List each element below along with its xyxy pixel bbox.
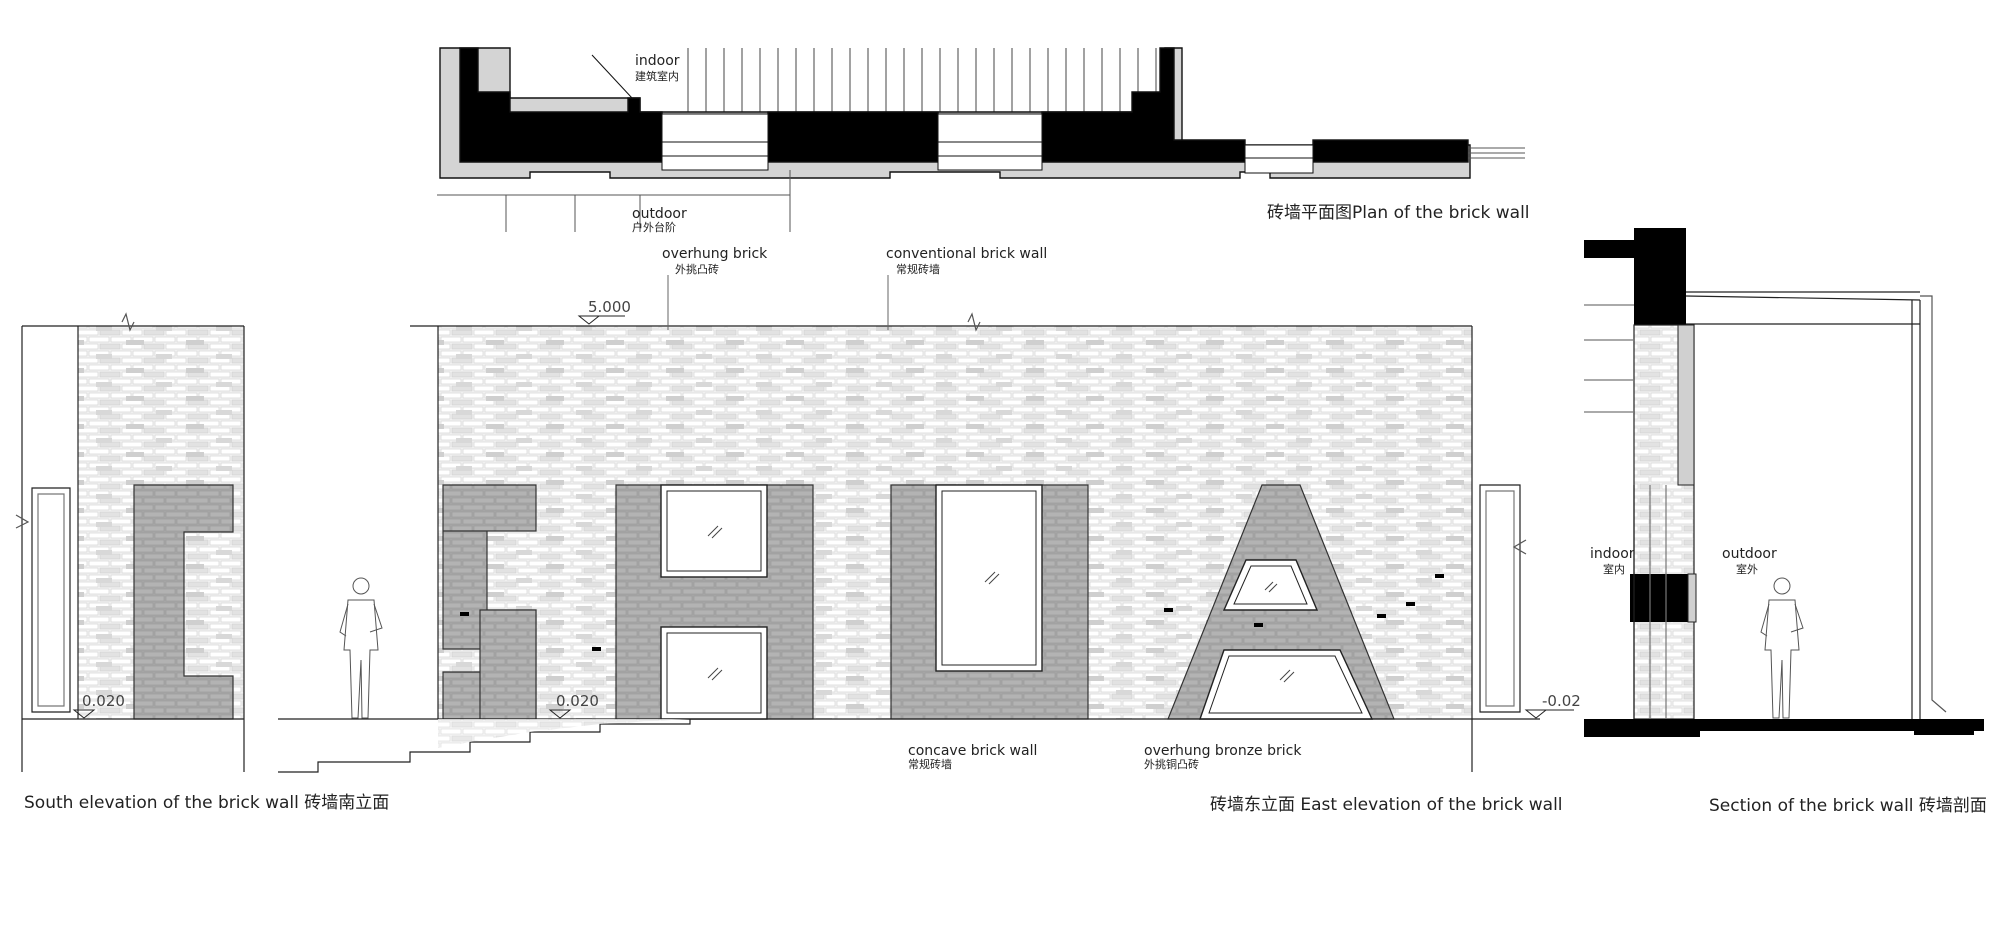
east-level-top-marker bbox=[577, 315, 601, 325]
plan-drawing bbox=[437, 47, 1525, 232]
letter-h-window-top bbox=[660, 484, 768, 578]
concave-wall-cn-label: 常规砖墙 bbox=[908, 757, 952, 771]
letter-h-window-bottom bbox=[660, 626, 768, 720]
east-level-base-label: 0.020 bbox=[556, 692, 599, 710]
south-level-label: 0.020 bbox=[82, 692, 125, 710]
plan-indoor-cn-label: 建筑室内 bbox=[635, 69, 679, 83]
bronze-bricks bbox=[460, 574, 1444, 651]
section-indoor-label: indoor bbox=[1590, 546, 1635, 562]
east-caption: 砖墙东立面 East elevation of the brick wall bbox=[1210, 795, 1563, 815]
letter-s-middle bbox=[479, 609, 537, 720]
south-caption: South elevation of the brick wall 砖墙南立面 bbox=[24, 793, 389, 813]
concave-wall-label: concave brick wall bbox=[908, 743, 1037, 759]
plan-openings bbox=[661, 113, 1314, 174]
section-drawing bbox=[1584, 228, 1984, 737]
plan-outdoor-cn-label: 户外台阶 bbox=[632, 220, 676, 234]
overhung-brick-label: overhung brick bbox=[662, 246, 768, 262]
plan-wall-mid2 bbox=[1041, 47, 1246, 163]
east-elevation bbox=[278, 275, 1574, 773]
plan-wall-right bbox=[1312, 139, 1469, 163]
east-level-right-label: -0.02 bbox=[1542, 692, 1581, 710]
section-outdoor-cn-label: 室外 bbox=[1736, 562, 1758, 576]
section-outdoor-label: outdoor bbox=[1722, 546, 1777, 562]
section-lintel bbox=[1630, 574, 1688, 622]
section-ground-slab bbox=[1584, 719, 1984, 731]
bronze-brick-label: overhung bronze brick bbox=[1144, 743, 1302, 759]
section-indoor-cn-label: 室内 bbox=[1603, 562, 1625, 576]
east-level-right-marker bbox=[1524, 709, 1548, 719]
plan-outdoor-steps bbox=[437, 170, 791, 232]
section-caption: Section of the brick wall 砖墙剖面 bbox=[1709, 796, 1987, 816]
plan-indoor-label: indoor bbox=[635, 53, 680, 69]
plan-outdoor-label: outdoor bbox=[632, 206, 687, 222]
south-elevation bbox=[15, 312, 245, 772]
south-level-marker bbox=[72, 709, 96, 719]
east-level-base-marker bbox=[548, 709, 572, 719]
plan-caption: 砖墙平面图Plan of the brick wall bbox=[1267, 203, 1530, 223]
overhung-brick-cn-label: 外挑凸砖 bbox=[675, 262, 719, 276]
plan-wall-mid1 bbox=[767, 111, 939, 163]
east-level-top-label: 5.000 bbox=[588, 298, 631, 316]
plan-indoor-lines bbox=[687, 48, 1157, 114]
conventional-wall-label: conventional brick wall bbox=[886, 246, 1047, 262]
plan-extension-lines bbox=[1468, 147, 1525, 159]
plan-indoor-leader bbox=[591, 54, 633, 99]
section-human-figure bbox=[1760, 577, 1804, 719]
east-human-figure bbox=[339, 577, 383, 719]
bronze-brick-cn-label: 外挑铜凸砖 bbox=[1144, 757, 1199, 771]
conventional-wall-cn-label: 常规砖墙 bbox=[896, 262, 940, 276]
